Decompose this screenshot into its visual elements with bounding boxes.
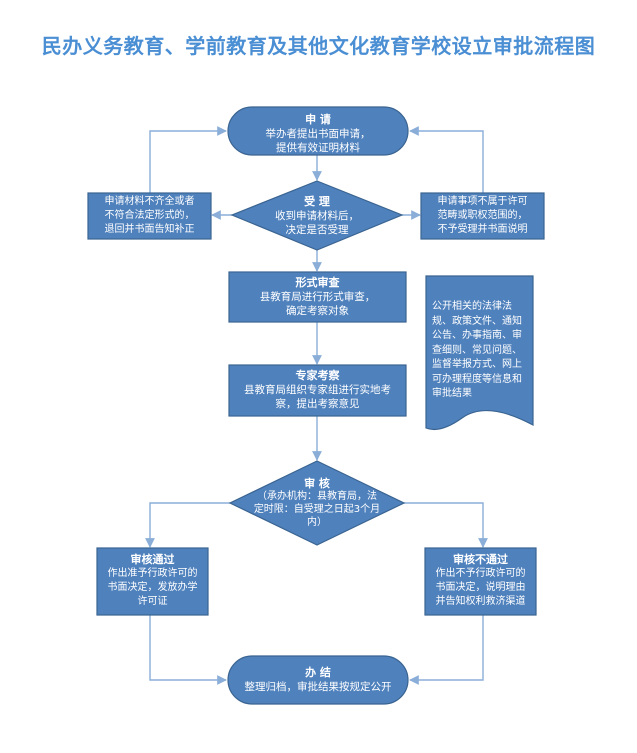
node-review-shape	[228, 460, 406, 546]
shapes	[87, 106, 545, 705]
node-rejected-heading: 审核不通过	[453, 553, 508, 566]
node-apply: 申 请 举办者提出书面申请， 提供有效证明材料	[228, 113, 408, 155]
node-outscope-line-1: 申请事项不属于许可	[437, 196, 528, 207]
node-apply-heading: 申 请	[305, 113, 331, 126]
node-formal-review: 形式审查 县教育局进行形式审查， 确定考察对象	[229, 276, 406, 318]
node-conclude-heading: 办 结	[305, 666, 331, 679]
node-disclosure-line-2: 规、政策文件、通知	[432, 315, 522, 327]
node-incomplete-line-1: 申请材料不齐全或者	[104, 196, 195, 207]
node-incomplete-line-2: 不符合法定形式的，	[104, 210, 195, 221]
node-approved-shape	[96, 547, 209, 616]
node-rejected: 审核不通过 作出不予行政许可的 书面决定，说明理由 并告知权利救济渠道	[425, 553, 536, 609]
node-formal-heading: 形式审查	[295, 276, 340, 289]
node-review-line-1: （承办机构：县教育局，法	[257, 491, 377, 502]
arrow-outscope-to-apply	[409, 126, 484, 193]
node-disclosure-shape	[425, 275, 534, 431]
node-apply-line-2: 提供有效证明材料	[276, 142, 360, 154]
node-formal-line-1: 县教育局进行形式审查，	[259, 291, 376, 303]
node-rejected-line-1: 作出不予行政许可的	[435, 568, 526, 579]
node-expert-line-1: 县教育局组织专家组进行实地考	[244, 384, 391, 396]
node-outscope-line-3: 不予受理并书面说明	[437, 224, 528, 235]
node-accept-heading: 受 理	[304, 195, 330, 208]
node-rejected-line-2: 书面决定，说明理由	[435, 582, 526, 593]
node-rejected-line-3: 并告知权利救济渠道	[435, 596, 526, 607]
node-conclude: 办 结 整理归档，审批结果按规定公开	[228, 666, 408, 694]
node-expert-line-2: 察，提出考察意见	[275, 398, 360, 410]
node-disclosure-line-6: 可办理程度等信息和	[432, 373, 522, 385]
node-review-heading: 审 核	[304, 477, 330, 490]
node-apply-line-1: 举办者提出书面申请，	[265, 128, 371, 140]
node-expert-inspection: 专家考察 县教育局组织专家组进行实地考 察，提出考察意见	[229, 369, 406, 411]
node-rejected-shape	[424, 547, 537, 616]
node-accept-shape	[230, 180, 404, 251]
node-apply-shape	[227, 106, 409, 156]
node-review-line-2: 定时限：自受理之日起3个月	[253, 504, 381, 515]
node-outscope-line-2: 范畴或职权范围的，	[437, 210, 528, 221]
node-approved-line-2: 书面决定，发放办学	[107, 582, 198, 593]
node-accept-line-2: 决定是否受理	[285, 224, 349, 236]
node-disclosure-line-5: 监督举报方式、网上	[432, 359, 522, 370]
node-outscope: 申请事项不属于许可 范畴或职权范围的， 不予受理并书面说明	[421, 195, 544, 237]
node-incomplete: 申请材料不齐全或者 不符合法定形式的， 退回并书面告知补正	[88, 195, 211, 237]
arrow-rejected-to-conclude	[409, 615, 484, 685]
node-formal-line-2: 确定考察对象	[286, 305, 349, 317]
node-approved-heading: 审核通过	[130, 553, 175, 566]
node-incomplete-line-3: 退回并书面告知补正	[104, 224, 195, 235]
page-title: 民办义务教育、学前教育及其他文化教育学校设立审批流程图	[41, 34, 596, 58]
arrow-incomplete-to-apply	[149, 126, 227, 193]
node-conclude-line-1: 整理归档，审批结果按规定公开	[244, 681, 392, 693]
node-disclosure-line-4: 查细则、常见问题、	[432, 344, 522, 356]
node-accept: 受 理 收到申请材料后， 决定是否受理	[242, 195, 392, 237]
node-approved: 审核通过 作出准予行政许可的 书面决定，发放办学 许可证	[97, 553, 208, 609]
node-approved-line-3: 许可证	[137, 596, 168, 607]
connectors	[145, 126, 488, 685]
arrow-approved-to-conclude	[149, 615, 227, 685]
node-disclosure-line-1: 公开相关的法律法	[432, 301, 512, 312]
arrow-review-to-rejected	[404, 502, 488, 548]
node-incomplete-shape	[87, 192, 212, 240]
node-approved-line-1: 作出准予行政许可的	[107, 568, 198, 579]
node-conclude-shape	[227, 655, 409, 705]
node-formal-shape	[228, 271, 407, 323]
node-outscope-shape	[420, 192, 545, 240]
node-accept-line-1: 收到申请材料后，	[275, 210, 359, 222]
node-expert-shape	[228, 364, 407, 417]
node-expert-heading: 专家考察	[295, 369, 340, 382]
arrow-review-to-approved	[145, 502, 230, 548]
node-disclosure-line-7: 审批结果	[432, 388, 472, 399]
node-disclosure-line-3: 公告、办事指南、审	[432, 330, 522, 341]
node-review-line-3: 内）	[307, 517, 327, 528]
node-review: 审 核 （承办机构：县教育局，法 定时限：自受理之日起3个月 内）	[240, 477, 394, 529]
node-disclosure: 公开相关的法律法 规、政策文件、通知 公告、办事指南、审 查细则、常见问题、 监…	[432, 300, 532, 402]
